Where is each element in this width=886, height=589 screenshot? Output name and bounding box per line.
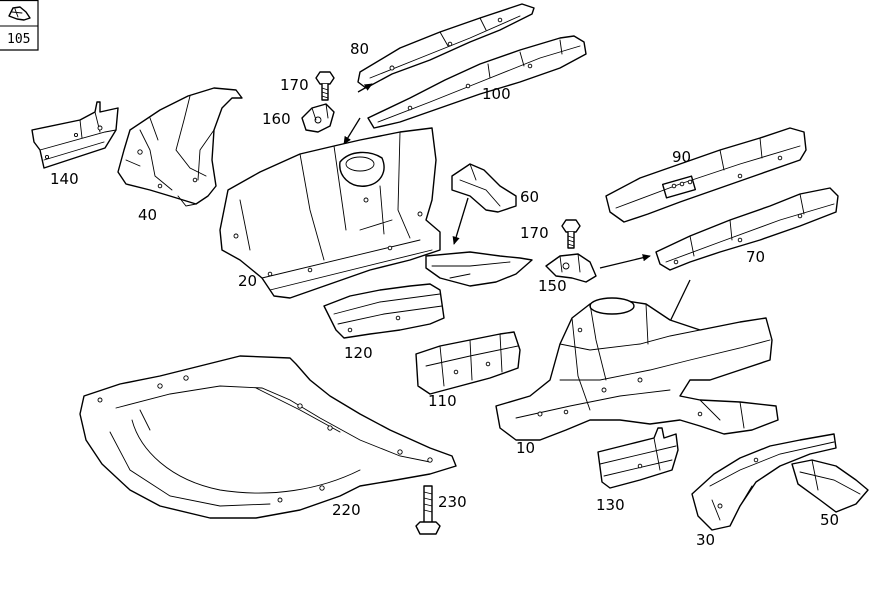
callout-110: 110	[428, 392, 457, 410]
callout-20: 20	[238, 272, 257, 290]
part-120[interactable]	[323, 283, 445, 339]
part-140[interactable]	[31, 101, 119, 169]
callout-10: 10	[516, 439, 535, 457]
part-160-bracket[interactable]	[301, 103, 335, 133]
arrow-60	[452, 197, 469, 245]
part-30[interactable]	[691, 433, 837, 531]
callout-120: 120	[344, 344, 373, 362]
part-110[interactable]	[415, 331, 521, 395]
callout-30: 30	[696, 531, 715, 549]
part-230-bolt[interactable]	[415, 485, 441, 535]
callout-100: 100	[482, 85, 511, 103]
callout-160: 160	[262, 110, 291, 128]
callout-150: 150	[538, 277, 567, 295]
part-20[interactable]	[219, 127, 441, 299]
part-80[interactable]	[357, 3, 535, 89]
callout-90: 90	[672, 148, 691, 166]
part-70[interactable]	[655, 187, 839, 271]
callout-140: 140	[50, 170, 79, 188]
part-90[interactable]	[605, 127, 807, 223]
arrow-150	[599, 254, 651, 269]
callout-230: 230	[438, 493, 467, 511]
arrow-80	[357, 83, 373, 93]
part-220[interactable]	[79, 355, 457, 519]
part-60[interactable]	[451, 163, 517, 213]
part-50[interactable]	[791, 459, 869, 513]
part-100[interactable]	[367, 35, 587, 129]
arrow-160	[343, 117, 361, 145]
callout-60: 60	[520, 188, 539, 206]
page-reference-box[interactable]: 105	[0, 0, 39, 51]
part-130[interactable]	[597, 427, 679, 489]
callout-70: 70	[746, 248, 765, 266]
part-20-floor-extension[interactable]	[425, 251, 533, 287]
callout-40: 40	[138, 206, 157, 224]
callout-170-upper: 170	[280, 76, 309, 94]
part-40[interactable]	[117, 87, 243, 207]
page-reference-number: 105	[7, 32, 30, 47]
callout-170-lower: 170	[520, 224, 549, 242]
part-10[interactable]	[495, 297, 779, 441]
part-170-bolt-upper[interactable]	[315, 71, 335, 101]
callout-50: 50	[820, 511, 839, 529]
callout-80: 80	[350, 40, 369, 58]
callout-130: 130	[596, 496, 625, 514]
clip-icon	[8, 6, 31, 21]
part-170-bolt-lower[interactable]	[561, 219, 581, 249]
callout-220: 220	[332, 501, 361, 519]
part-150-bracket[interactable]	[545, 253, 597, 283]
